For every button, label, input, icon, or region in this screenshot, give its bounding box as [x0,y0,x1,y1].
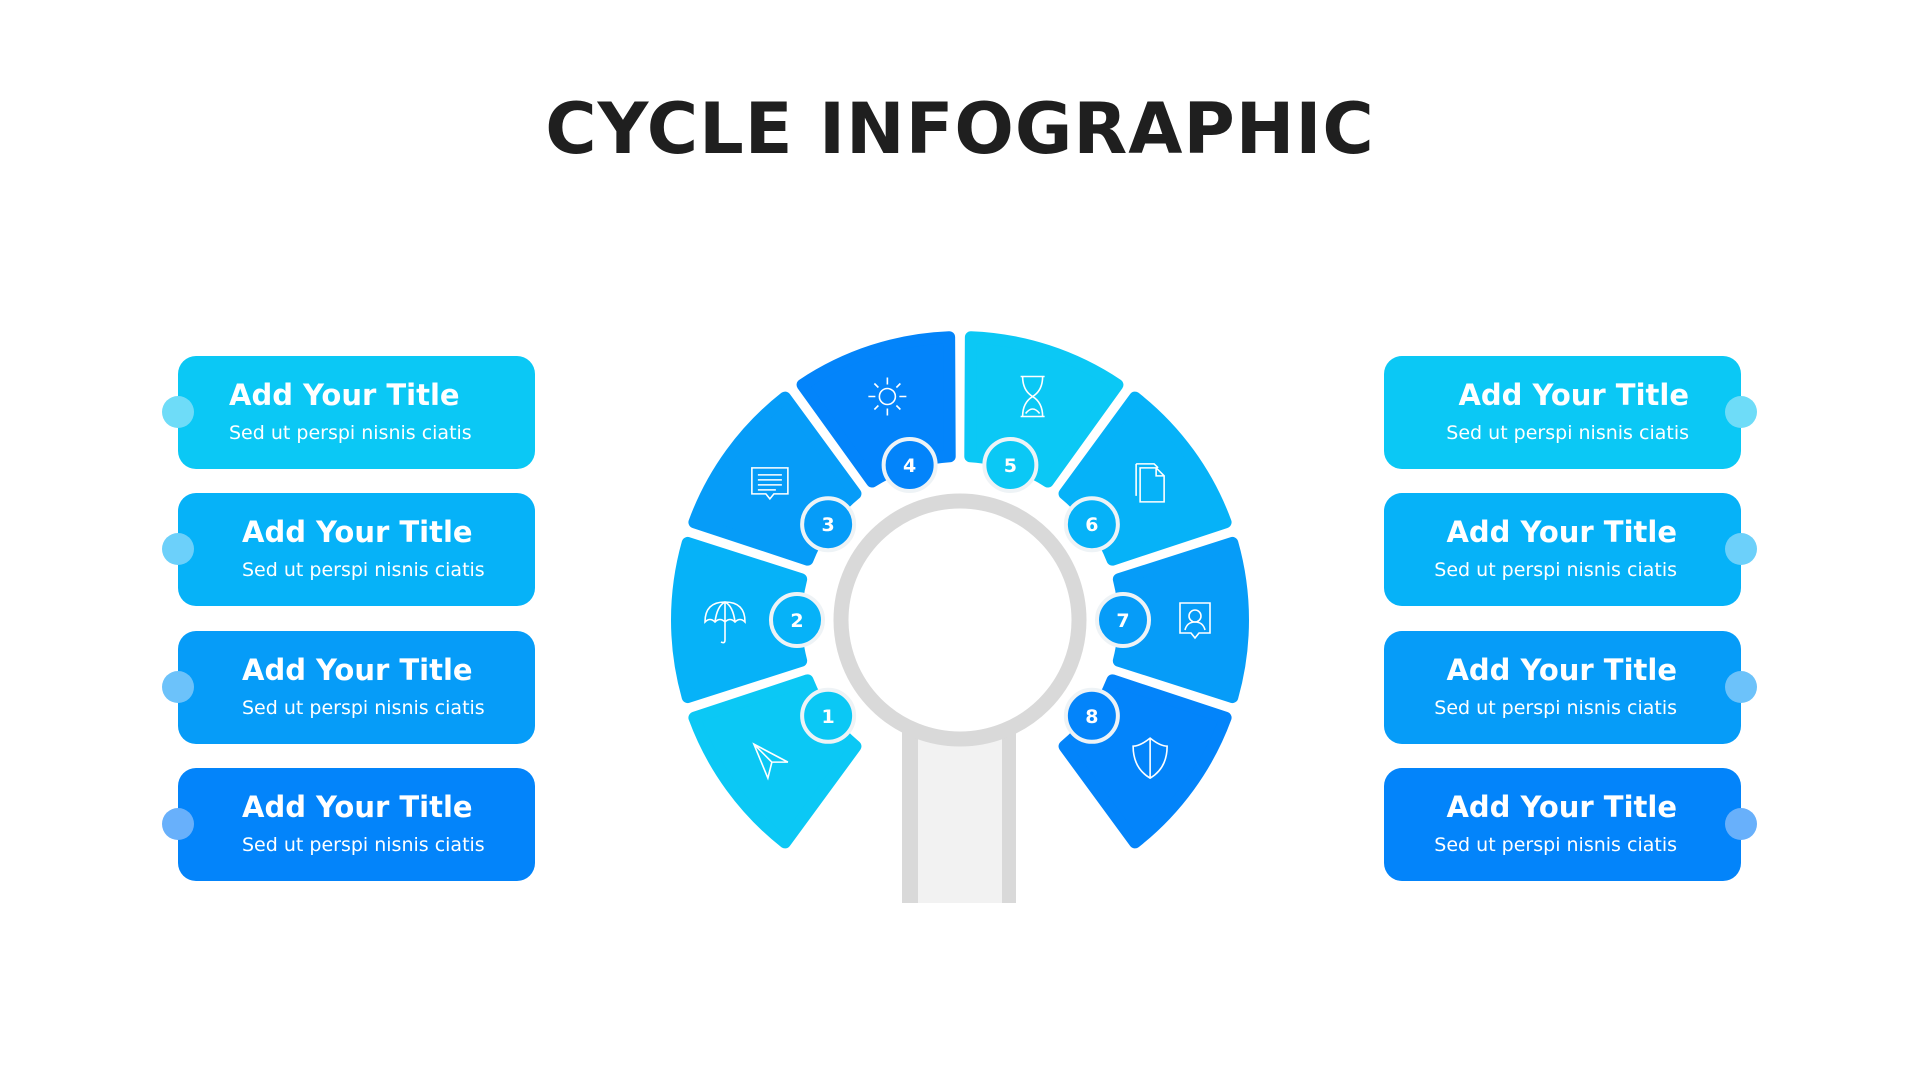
step-number: 5 [1004,455,1017,477]
page-title: CYCLE INFOGRAPHIC [545,88,1375,170]
step-number-badge: 3 [800,496,857,553]
step-number: 8 [1085,706,1098,728]
connector-dot [1725,533,1757,565]
card-text: Sed ut perspi nisnis ciatis [242,697,485,719]
connector-dot [162,808,194,840]
umbrella-icon [704,601,746,644]
hourglass-icon [1020,375,1045,418]
connector-dot [162,671,194,703]
connector-dot [162,533,194,565]
step-number-badge: 7 [1095,592,1151,648]
step-number: 7 [1116,610,1129,632]
shield-icon [1132,737,1168,780]
step-number: 1 [822,706,835,728]
step-number: 4 [903,455,916,477]
step-number-badge: 8 [1063,687,1120,744]
step-number: 6 [1085,514,1098,536]
connector-dot [1725,671,1757,703]
step-number: 2 [790,610,803,632]
card-title: Add Your Title [229,378,460,412]
card-title: Add Your Title [242,790,473,824]
card-title: Add Your Title [1458,378,1689,412]
center-ring [833,493,1087,747]
card-text: Sed ut perspi nisnis ciatis [242,559,485,581]
card-title: Add Your Title [1446,515,1677,549]
step-number: 3 [822,514,835,536]
card-text: Sed ut perspi nisnis ciatis [1434,559,1677,581]
connector-dot [1725,808,1757,840]
step-number-badge: 4 [881,436,938,493]
user-profile-icon [1179,602,1211,640]
documents-icon [1135,463,1165,503]
step-number-badge: 6 [1063,496,1120,553]
sun-icon [868,377,907,416]
paper-plane-icon [752,742,789,781]
card-text: Sed ut perspi nisnis ciatis [1434,697,1677,719]
card-text: Sed ut perspi nisnis ciatis [242,834,485,856]
card-title: Add Your Title [242,515,473,549]
step-number-badge: 1 [800,687,857,744]
card-text: Sed ut perspi nisnis ciatis [229,422,472,444]
connector-dot [162,396,194,428]
connector-dot [1725,396,1757,428]
card-title: Add Your Title [1446,790,1677,824]
chat-message-icon [751,467,789,501]
card-title: Add Your Title [242,653,473,687]
step-number-badge: 5 [982,436,1039,493]
step-number-badge: 2 [769,592,825,648]
card-title: Add Your Title [1446,653,1677,687]
card-text: Sed ut perspi nisnis ciatis [1434,834,1677,856]
card-text: Sed ut perspi nisnis ciatis [1446,422,1689,444]
